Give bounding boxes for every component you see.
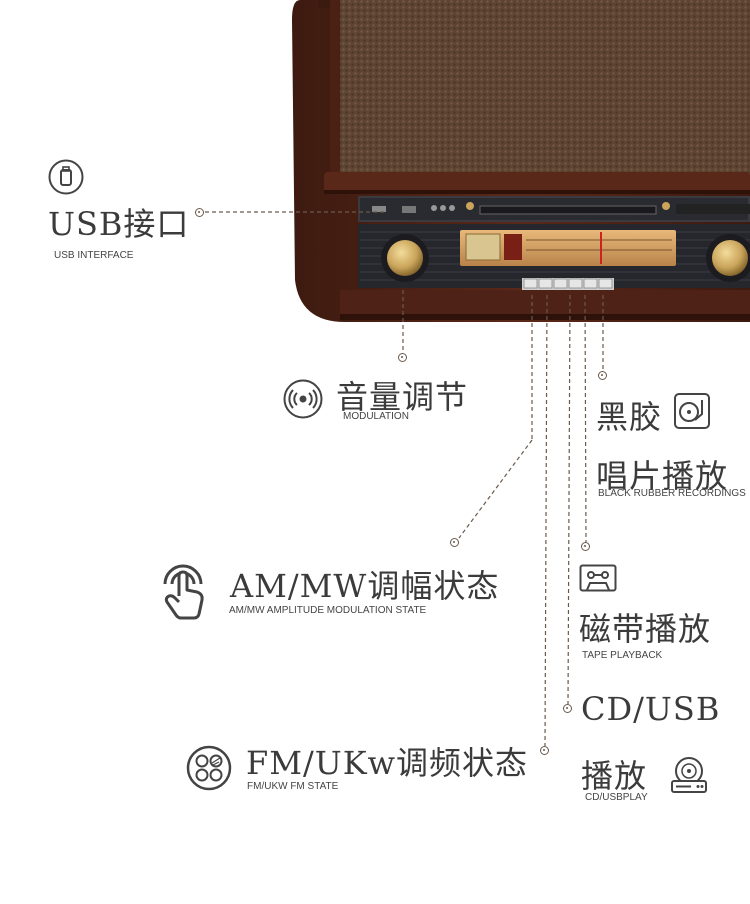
volume-marker <box>398 353 407 362</box>
am-subtitle: AM/MW AMPLITUDE MODULATION STATE <box>229 605 427 616</box>
vinyl-title-line2: 唱片播放 <box>596 457 729 495</box>
cd-marker <box>563 704 572 713</box>
volume-subtitle: MODULATION <box>343 411 409 422</box>
radio-product-image <box>0 0 750 330</box>
vinyl-marker <box>598 371 607 380</box>
cd-player-icon <box>669 755 709 795</box>
usb-title: USB接口 <box>48 205 190 243</box>
fm-marker <box>540 746 549 755</box>
speaker-icon <box>283 379 323 419</box>
usb-marker <box>195 208 204 217</box>
fm-dial-icon <box>186 745 232 791</box>
am-marker <box>450 538 459 547</box>
cd-title-line1: CD/USB <box>581 690 721 728</box>
fm-subtitle: FM/UKW FM STATE <box>247 781 339 792</box>
tape-subtitle: TAPE PLAYBACK <box>582 650 663 661</box>
vinyl-title-line1: 黑胶 <box>596 398 663 436</box>
cassette-icon <box>579 564 617 592</box>
tape-title: 磁带播放 <box>579 610 712 648</box>
tape-marker <box>581 542 590 551</box>
cd-title-line2: 播放 <box>581 757 648 795</box>
fm-title: FM/UKw调频状态 <box>246 744 529 782</box>
volume-title: 音量调节 <box>336 378 469 416</box>
turntable-icon <box>673 392 711 430</box>
am-title: AM/MW调幅状态 <box>230 567 500 605</box>
usb-icon <box>48 159 84 195</box>
vinyl-subtitle: BLACK RUBBER RECORDINGS <box>598 488 746 499</box>
usb-subtitle: USB INTERFACE <box>54 250 134 261</box>
cd-subtitle: CD/USBPLAY <box>585 792 648 803</box>
touch-hand-icon <box>157 556 209 620</box>
